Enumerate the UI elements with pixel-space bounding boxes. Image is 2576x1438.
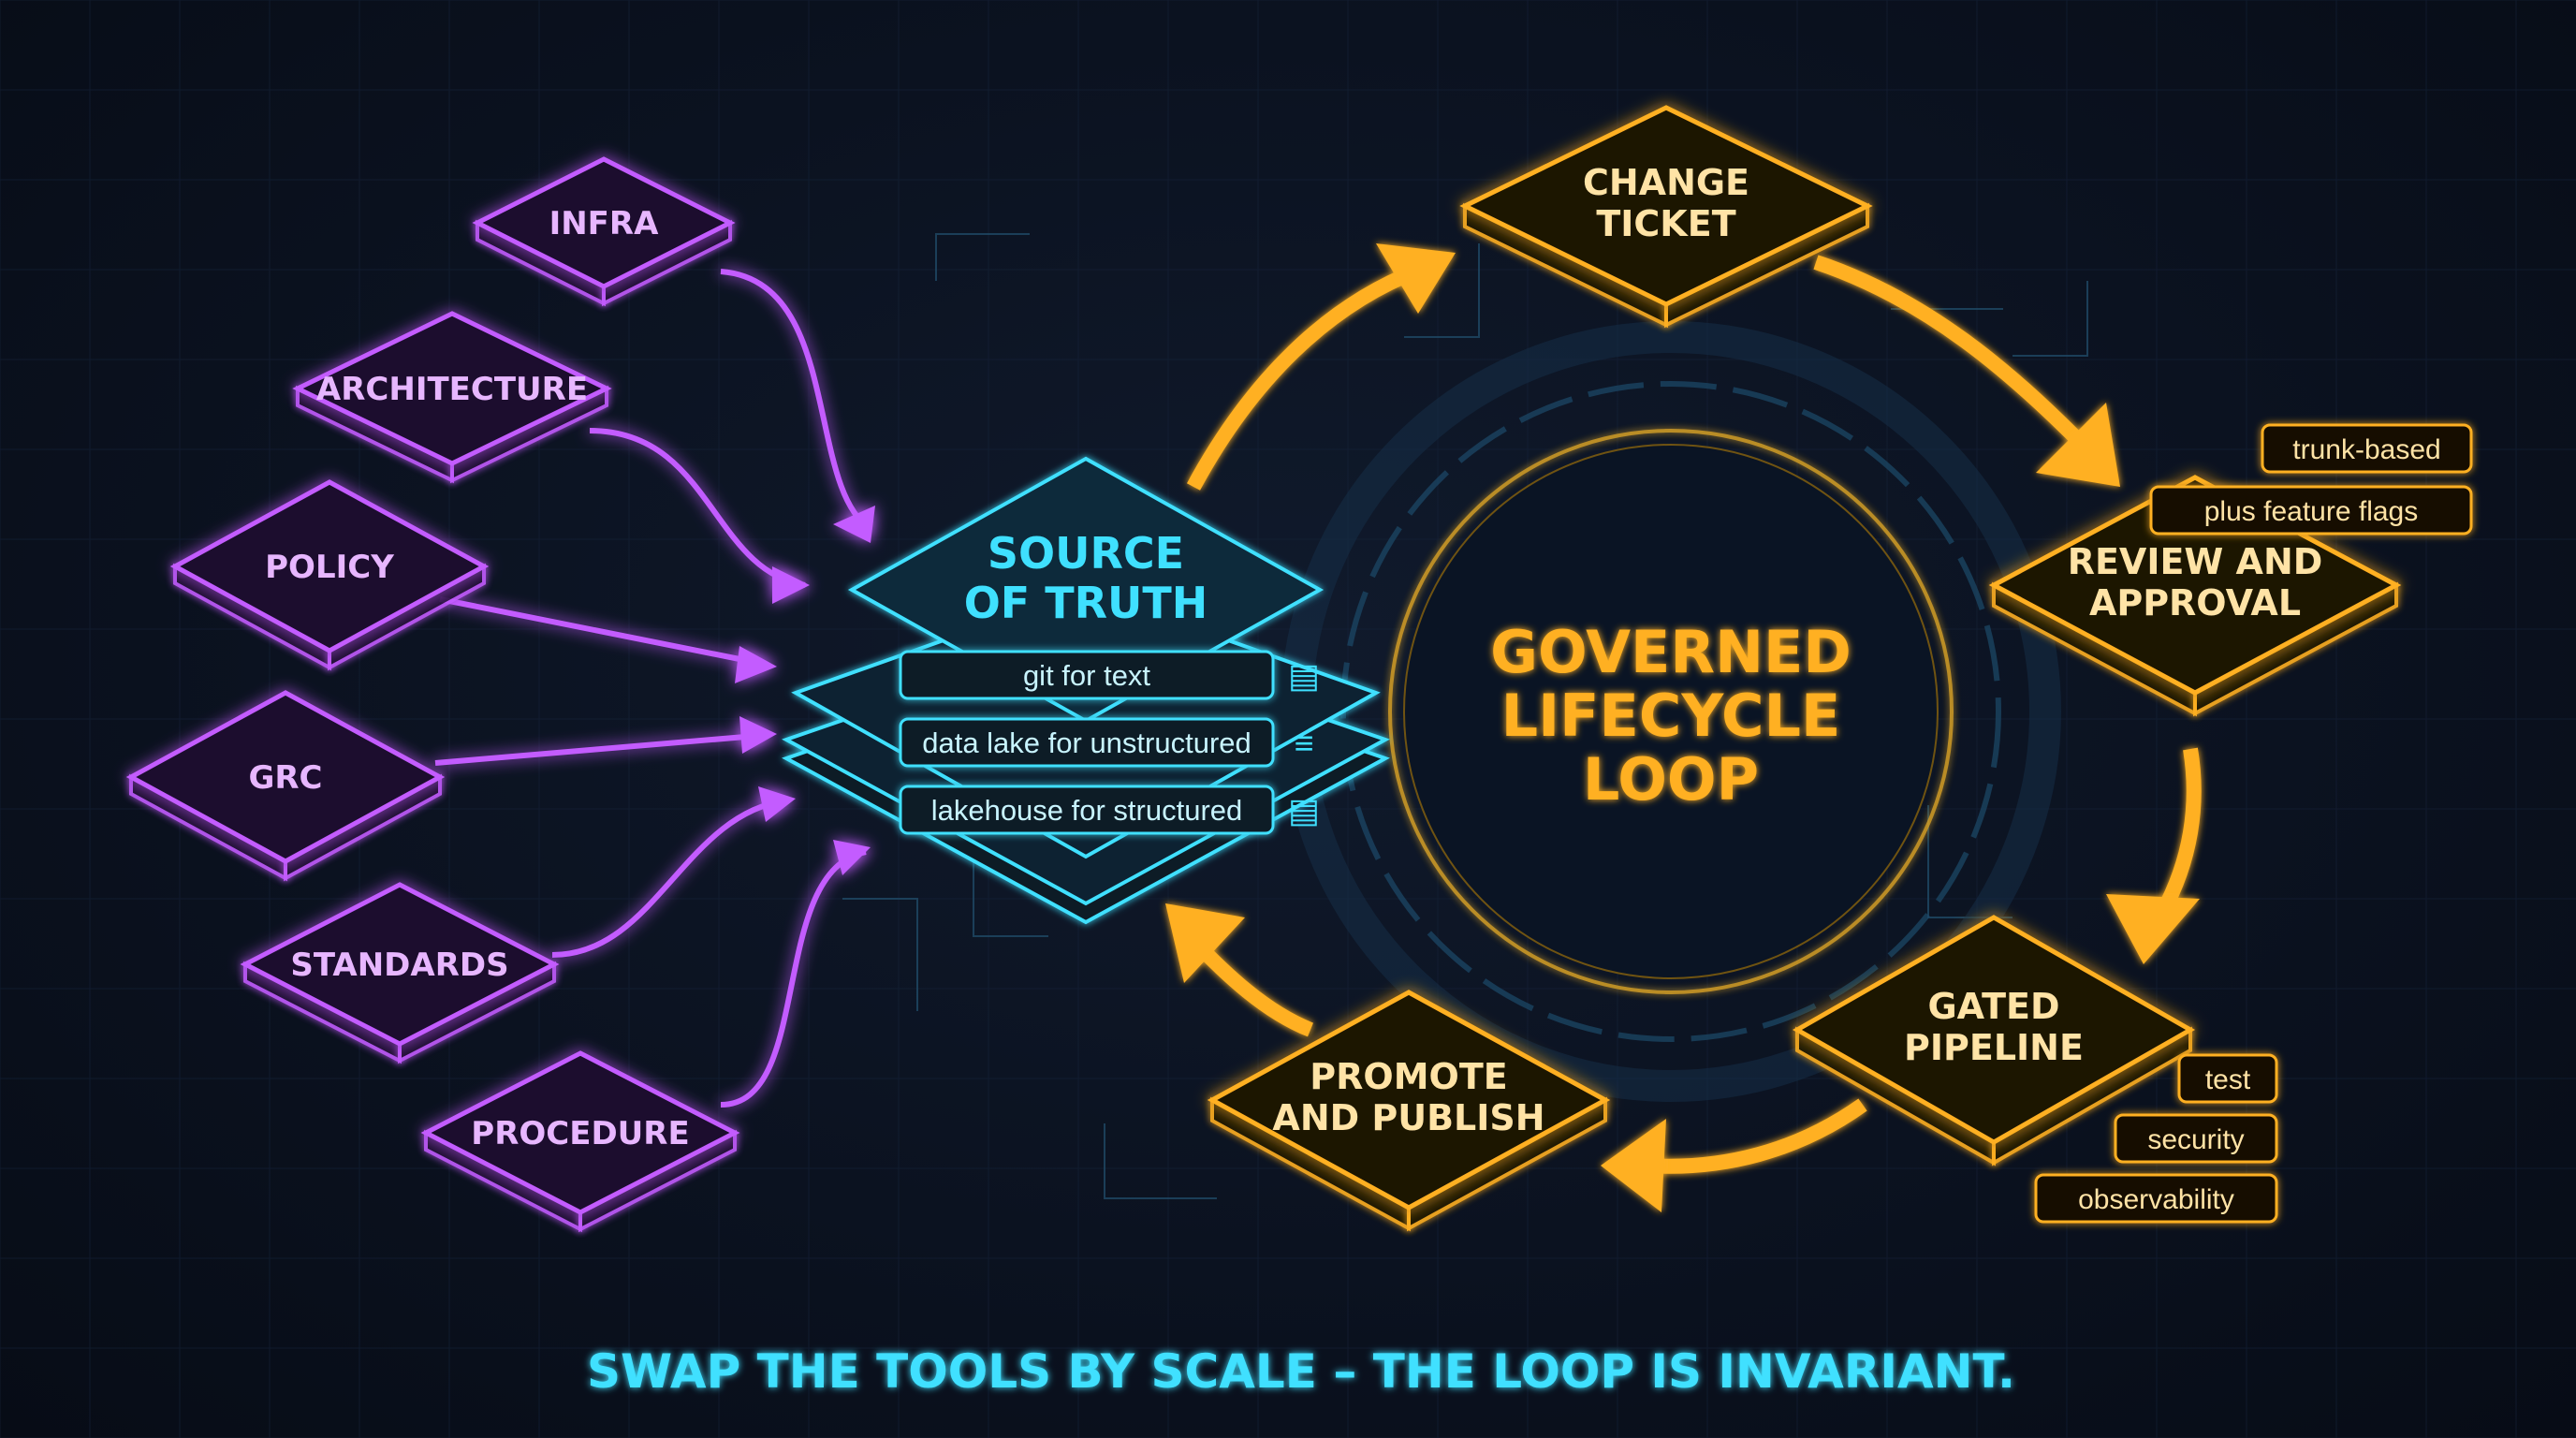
tag-label: security bbox=[2147, 1124, 2244, 1155]
input-node: ARCHITECTURE bbox=[292, 311, 612, 484]
store-pill: lakehouse for structured ▤ bbox=[899, 785, 1320, 835]
arrow-pipeline-to-promote bbox=[1647, 1098, 1867, 1174]
source-of-truth: SOURCE OF TRUTH git for text ▤ data lake f… bbox=[782, 456, 1390, 925]
arrow-review-to-pipeline bbox=[2155, 747, 2202, 917]
store-pill: git for text ▤ bbox=[899, 650, 1320, 700]
arrow-standards bbox=[551, 798, 787, 958]
tag-label: test bbox=[2205, 1064, 2251, 1095]
input-node-label: POLICY bbox=[265, 549, 394, 586]
tag-label: plus feature flags bbox=[2204, 496, 2418, 527]
database-icon: ≡ bbox=[1294, 724, 1313, 762]
arrow-sot-to-ticket bbox=[1186, 269, 1408, 491]
input-nodes: INFRA ARCHITECTURE POLICY GRC STANDARDS PROCE… bbox=[125, 156, 740, 1233]
sot-title-line2: OF TRUTH bbox=[964, 578, 1208, 628]
store-pill: data lake for unstructured ≡ bbox=[899, 717, 1314, 768]
store-label: git for text bbox=[1023, 659, 1150, 692]
tag-label: trunk-based bbox=[2292, 434, 2440, 465]
review-tags: trunk-based plus feature flags bbox=[2149, 423, 2473, 536]
document-icon: ▤ bbox=[1288, 791, 1320, 829]
loop-title-line1: GOVERNED bbox=[1490, 618, 1852, 686]
input-node-label: ARCHITECTURE bbox=[316, 371, 588, 408]
loop-node-label-line2: TICKET bbox=[1596, 203, 1735, 244]
loop-node-label-line1: REVIEW AND bbox=[2068, 541, 2323, 582]
arrow-policy bbox=[439, 596, 768, 668]
loop-node-label-line2: AND PUBLISH bbox=[1272, 1097, 1544, 1138]
input-node: GRC bbox=[125, 690, 446, 882]
input-node-label: STANDARDS bbox=[290, 946, 508, 984]
loop-node-label-line1: CHANGE bbox=[1583, 162, 1749, 203]
arrow-architecture bbox=[589, 428, 806, 588]
loop-title-line3: LOOP bbox=[1583, 745, 1759, 814]
input-node-label: GRC bbox=[248, 759, 322, 797]
input-arrows bbox=[434, 269, 872, 1108]
loop-arrowheads bbox=[1165, 243, 2200, 1212]
tag-label: observability bbox=[2078, 1184, 2234, 1215]
sot-stores: git for text ▤ data lake for unstructured ≡… bbox=[899, 650, 1320, 835]
pipeline-tags: test security observability bbox=[2034, 1053, 2278, 1224]
arrow-grc bbox=[434, 732, 768, 766]
arrow-ticket-to-review bbox=[1813, 255, 2084, 446]
loop-node-label-line2: APPROVAL bbox=[2089, 582, 2301, 624]
input-node: PROCEDURE bbox=[420, 1050, 740, 1233]
loop-node-label-line1: GATED bbox=[1927, 986, 2059, 1027]
input-node: INFRA bbox=[472, 156, 736, 307]
document-icon: ▤ bbox=[1288, 656, 1320, 695]
store-label: data lake for unstructured bbox=[922, 726, 1251, 759]
arrow-procedure bbox=[720, 849, 867, 1108]
input-node: POLICY bbox=[169, 479, 490, 671]
footer-caption: SWAP THE TOOLS BY SCALE – THE LOOP IS IN… bbox=[587, 1344, 2015, 1399]
loop-node-label-line1: PROMOTE bbox=[1310, 1056, 1507, 1097]
input-arrowheads bbox=[735, 506, 875, 875]
loop-title: GOVERNED LIFECYCLE LOOP bbox=[1490, 618, 1852, 814]
arrow-infra bbox=[720, 269, 872, 532]
sot-title-line1: SOURCE bbox=[988, 528, 1184, 579]
store-label: lakehouse for structured bbox=[931, 794, 1243, 827]
loop-node-label-line2: PIPELINE bbox=[1904, 1027, 2084, 1068]
input-node-label: INFRA bbox=[549, 205, 660, 242]
arrow-promote-to-sot bbox=[1193, 940, 1314, 1037]
input-node-label: PROCEDURE bbox=[471, 1115, 689, 1152]
input-node: STANDARDS bbox=[240, 882, 560, 1064]
loop-title-line2: LIFECYCLE bbox=[1501, 682, 1841, 750]
